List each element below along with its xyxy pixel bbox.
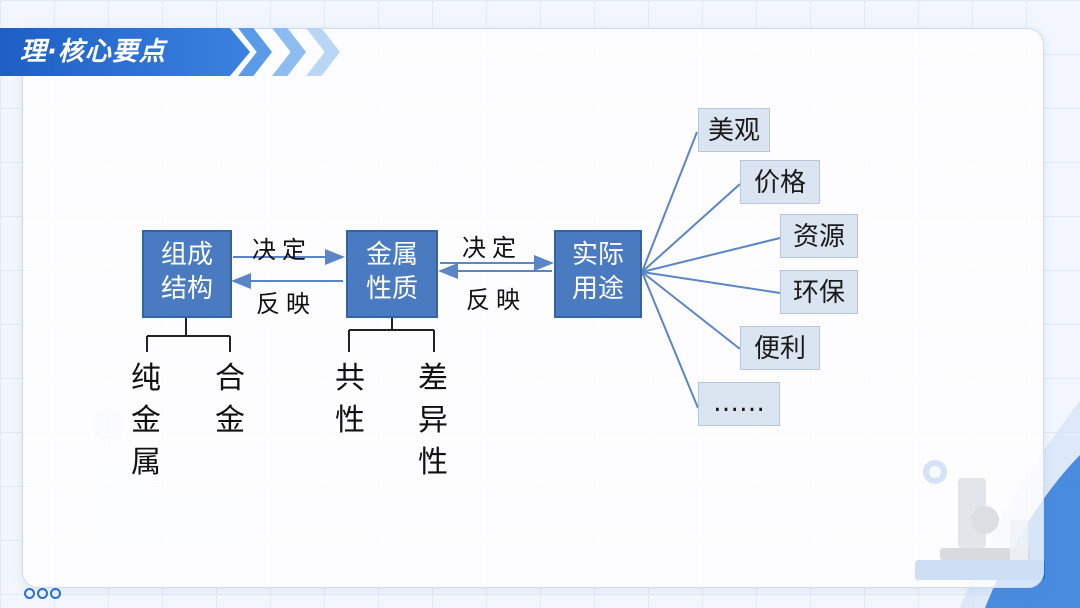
pagination-dots	[24, 584, 63, 603]
title-banner	[0, 28, 250, 76]
factor-convenience: 便利	[740, 326, 820, 370]
bracket-composition	[146, 318, 231, 352]
node-label: 性质	[365, 274, 418, 304]
factor-etc: ……	[698, 382, 780, 426]
node-label: 组成	[160, 240, 213, 270]
node-composition-structure: 组成 结构	[142, 230, 232, 318]
bracket-properties	[348, 318, 435, 352]
arrow-label-determines: 决定	[462, 234, 522, 262]
factor-price: 价格	[740, 160, 820, 204]
node-label: 结构	[160, 274, 213, 304]
arrow-label-reflects: 反映	[256, 290, 316, 318]
node-practical-uses: 实际 用途	[554, 230, 642, 318]
node-label: 用途	[571, 274, 624, 304]
node-metal-properties: 金属 性质	[346, 230, 438, 318]
node-label: 金属	[365, 240, 418, 270]
node-label: 实际	[571, 240, 624, 270]
fan-connectors	[641, 131, 781, 409]
child-alloy: 合金	[215, 361, 245, 438]
page-title: 理·核心要点	[20, 37, 166, 67]
factor-environment: 环保	[780, 270, 858, 314]
child-commonality: 共性	[335, 361, 365, 438]
arrow-label-determines: 决定	[252, 236, 312, 264]
child-difference: 差异性	[418, 361, 448, 480]
child-pure-metal: 纯金属	[131, 361, 161, 480]
factor-appearance: 美观	[698, 108, 770, 152]
arrow-label-reflects: 反映	[466, 286, 526, 314]
factor-resources: 资源	[780, 214, 858, 258]
